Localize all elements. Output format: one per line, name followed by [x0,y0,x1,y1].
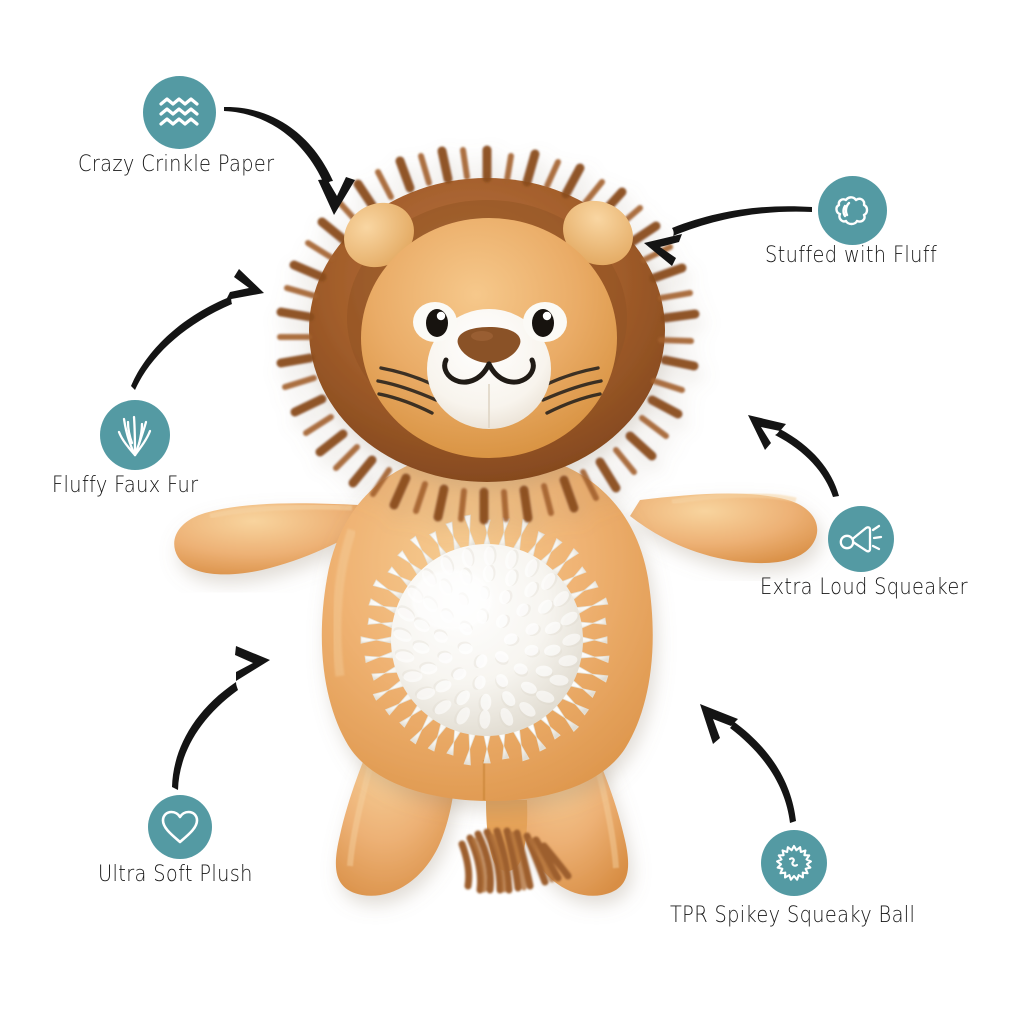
product-spikey-ball [360,514,610,766]
product-ear-right [563,200,633,266]
feature-badge-fluffy-faux-fur[interactable] [100,400,170,470]
product-tail-tuft [458,800,572,894]
product-face [361,218,617,458]
product-ear-left [344,202,414,268]
product-eye-right [523,302,567,342]
feature-label-stuffed-with-fluff: Stuffed with Fluff [765,243,938,268]
feature-badge-tpr-spikey-squeaky-ball[interactable] [761,830,827,896]
feature-label-extra-loud-squeaker: Extra Loud Squeaker [760,575,968,600]
fluff-cloud-icon [834,195,868,225]
product-mouth [442,357,536,385]
feature-label-ultra-soft-plush: Ultra Soft Plush [98,862,253,887]
zigzag-waves-icon [158,96,199,126]
product-arm-left [174,503,372,575]
product-eye-left [413,302,457,342]
feature-badge-extra-loud-squeaker[interactable] [828,506,894,572]
feature-badge-stuffed-with-fluff[interactable] [818,176,887,245]
fur-strands-icon [117,415,152,457]
spikey-ball-icon [776,844,812,881]
feature-badge-crazy-crinkle-paper[interactable] [143,76,216,149]
feature-label-tpr-spikey-squeaky-ball: TPR Spikey Squeaky Ball [670,903,916,928]
feature-label-fluffy-faux-fur: Fluffy Faux Fur [52,473,199,498]
feature-badge-ultra-soft-plush[interactable] [148,795,212,859]
product-arm-right [630,492,818,564]
feature-label-crazy-crinkle-paper: Crazy Crinkle Paper [78,152,275,177]
heart-icon [161,810,199,844]
squeaker-horn-icon [839,524,883,553]
